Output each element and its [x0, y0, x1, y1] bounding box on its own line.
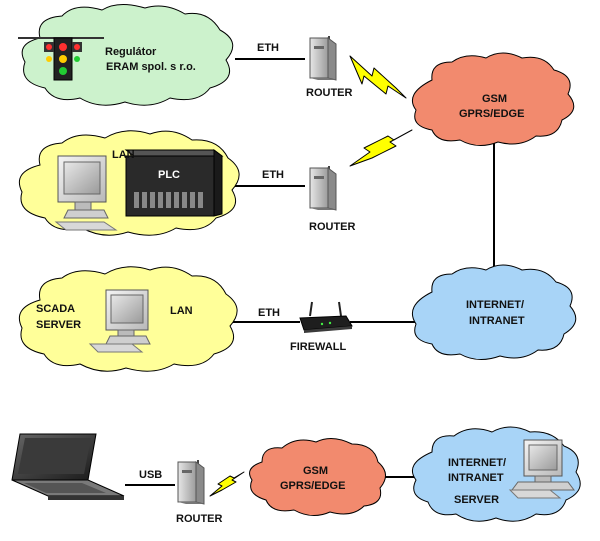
lightning-icon: [209, 471, 245, 497]
traffic-light-icon: [18, 37, 104, 81]
server-icon: [508, 439, 575, 499]
router-label: ROUTER: [176, 513, 223, 525]
usb-label: USB: [139, 469, 162, 481]
scada-cloud-lan-label: LAN: [170, 305, 193, 317]
router-icon: [309, 166, 337, 211]
gsm-top-label-line2: GPRS/EDGE: [459, 108, 524, 120]
regulator-label-line2: ERAM spol. s r.o.: [106, 61, 196, 73]
computer-icon: [54, 155, 118, 231]
eth-label: ETH: [262, 169, 284, 181]
lightning-icon: [349, 55, 407, 99]
internet-bottom-label-line1: INTERNET/: [448, 457, 506, 469]
computer-icon: [88, 289, 151, 353]
plc-cloud-lan-label: LAN: [112, 149, 135, 161]
router-label: ROUTER: [309, 221, 356, 233]
cloud-internet-mid: [412, 264, 577, 360]
regulator-label-line1: Regulátor: [105, 46, 157, 58]
internet-mid-label-line1: INTERNET/: [466, 299, 524, 311]
eth-label: ETH: [257, 42, 279, 54]
internet-bottom-label-line2: INTRANET: [448, 472, 504, 484]
eth-label: ETH: [258, 307, 280, 319]
router-icon: [309, 36, 337, 81]
cloud-gsm-bottom: [249, 438, 386, 516]
firewall-icon: [299, 301, 353, 333]
cloud-regulator: [21, 4, 234, 106]
gsm-bottom-label-line1: GSM: [303, 465, 328, 477]
gsm-top-label-line1: GSM: [482, 93, 507, 105]
lightning-icon: [349, 129, 413, 167]
cloud-gsm-top: [412, 52, 575, 146]
gsm-bottom-label-line2: GPRS/EDGE: [280, 480, 345, 492]
plc-rack-icon: [124, 149, 224, 217]
scada-label-line1: SCADA: [36, 303, 75, 315]
server-label: SERVER: [454, 494, 499, 506]
plc-label: PLC: [158, 169, 180, 181]
internet-mid-label-line2: INTRANET: [469, 315, 525, 327]
router-icon: [177, 460, 205, 505]
router-label: ROUTER: [306, 87, 353, 99]
scada-label-line2: SERVER: [36, 319, 81, 331]
laptop-icon: [11, 433, 125, 500]
firewall-label: FIREWALL: [290, 341, 346, 353]
